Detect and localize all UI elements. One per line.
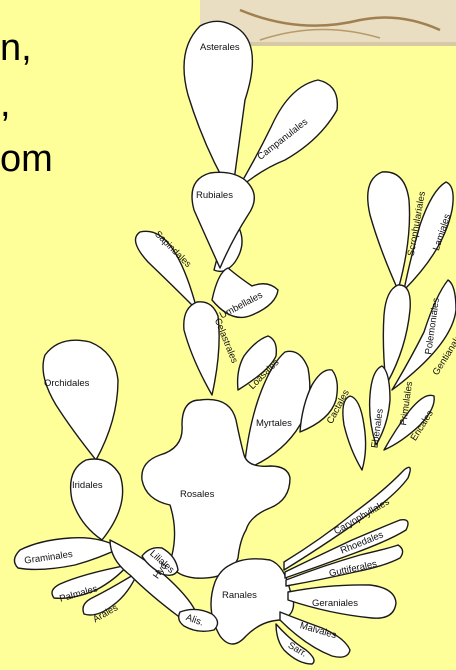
label-myrtales: Myrtales xyxy=(256,418,292,429)
label-ranales: Ranales xyxy=(222,590,257,601)
lobe-celastrales xyxy=(184,302,219,395)
label-asterales: Asterales xyxy=(200,42,240,53)
label-rosales: Rosales xyxy=(180,489,215,500)
lobe-rubiales xyxy=(192,172,254,268)
lobe-ebenales xyxy=(343,396,366,470)
label-rubiales: Rubiales xyxy=(196,190,233,201)
lobe-iridales xyxy=(71,459,123,540)
lobe-orchidales xyxy=(43,340,118,460)
label-geraniales: Geraniales xyxy=(312,598,358,609)
label-iridales: Iridales xyxy=(72,480,103,491)
lobe-scrophulariales xyxy=(368,172,410,290)
label-orchidales: Orchidales xyxy=(44,378,90,389)
